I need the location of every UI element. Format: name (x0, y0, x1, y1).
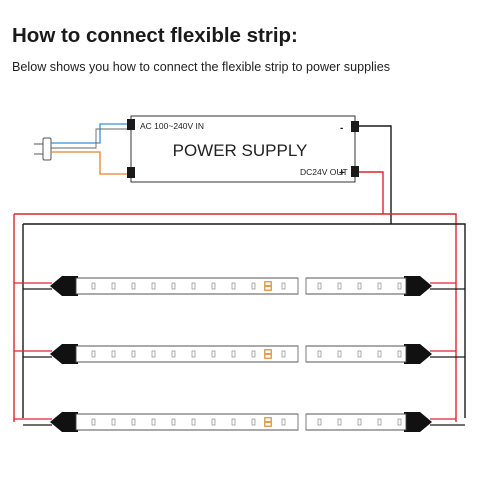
led-strip (14, 276, 465, 296)
led-chip (337, 282, 342, 290)
page-title: How to connect flexible strip: (12, 24, 298, 47)
strip-connector-left (50, 412, 78, 432)
led-chip (91, 418, 96, 426)
solder-pad-dot (265, 350, 271, 353)
led-chip (111, 418, 116, 426)
negative-bus-loop (22, 223, 466, 418)
led-chip (91, 350, 96, 358)
led-chip (111, 282, 116, 290)
led-chip (317, 418, 322, 426)
led-chip (131, 418, 136, 426)
power-supply-box: AC 100~240V IN POWER SUPPLY DC24V OUT - … (127, 115, 359, 183)
led-chip (377, 418, 382, 426)
positive-bus-loop (13, 213, 457, 422)
minus-terminal-sign: - (340, 123, 343, 134)
led-chip (317, 350, 322, 358)
ac-wire-orange (51, 151, 131, 175)
led-chip (357, 282, 362, 290)
led-strip (14, 412, 465, 432)
led-chip (171, 282, 176, 290)
ac-wire-blue (51, 123, 131, 144)
led-chip (151, 350, 156, 358)
ac-input-label: AC 100~240V IN (140, 121, 204, 131)
led-chip (131, 282, 136, 290)
led-chip (281, 282, 286, 290)
led-chip (357, 350, 362, 358)
led-chip (397, 282, 402, 290)
led-chip (171, 418, 176, 426)
led-chip (337, 418, 342, 426)
dc-positive-wire (359, 171, 384, 214)
led-chip (357, 418, 362, 426)
led-chip (191, 350, 196, 358)
led-chip (211, 418, 216, 426)
led-chip (317, 282, 322, 290)
led-chip (337, 350, 342, 358)
led-chip (377, 282, 382, 290)
led-chip (111, 350, 116, 358)
strip-connector-left (50, 276, 78, 296)
ac-plug-icon (34, 137, 52, 161)
strip-connector-right (404, 412, 432, 432)
led-chip (171, 350, 176, 358)
led-chip (251, 350, 256, 358)
led-chip (281, 418, 286, 426)
solder-pad-dot (265, 355, 271, 358)
led-chip (211, 282, 216, 290)
led-chip (191, 418, 196, 426)
dc-negative-wire (359, 125, 392, 224)
led-chip (131, 350, 136, 358)
solder-pad-dot (265, 418, 271, 421)
led-chip (251, 418, 256, 426)
led-chip (377, 350, 382, 358)
solder-pad-dot (265, 287, 271, 290)
dc-output-label: DC24V OUT (300, 167, 348, 177)
solder-pad-dot (265, 423, 271, 426)
led-chip (151, 282, 156, 290)
strip-connector-right (404, 276, 432, 296)
led-strips (14, 276, 465, 432)
strip-connector-right (404, 344, 432, 364)
led-chip (251, 282, 256, 290)
solder-pad-dot (265, 282, 271, 285)
ac-wire-dark (51, 128, 131, 149)
led-chip (91, 282, 96, 290)
led-chip (281, 350, 286, 358)
led-chip (231, 282, 236, 290)
strip-connector-left (50, 344, 78, 364)
power-supply-name: POWER SUPPLY (173, 141, 308, 160)
led-chip (151, 418, 156, 426)
led-chip (231, 350, 236, 358)
page-subtitle: Below shows you how to connect the flexi… (12, 60, 391, 74)
led-chip (397, 350, 402, 358)
led-chip (211, 350, 216, 358)
led-chip (397, 418, 402, 426)
plus-terminal-sign: + (339, 168, 345, 179)
led-chip (191, 282, 196, 290)
led-chip (231, 418, 236, 426)
led-strip (14, 344, 465, 364)
